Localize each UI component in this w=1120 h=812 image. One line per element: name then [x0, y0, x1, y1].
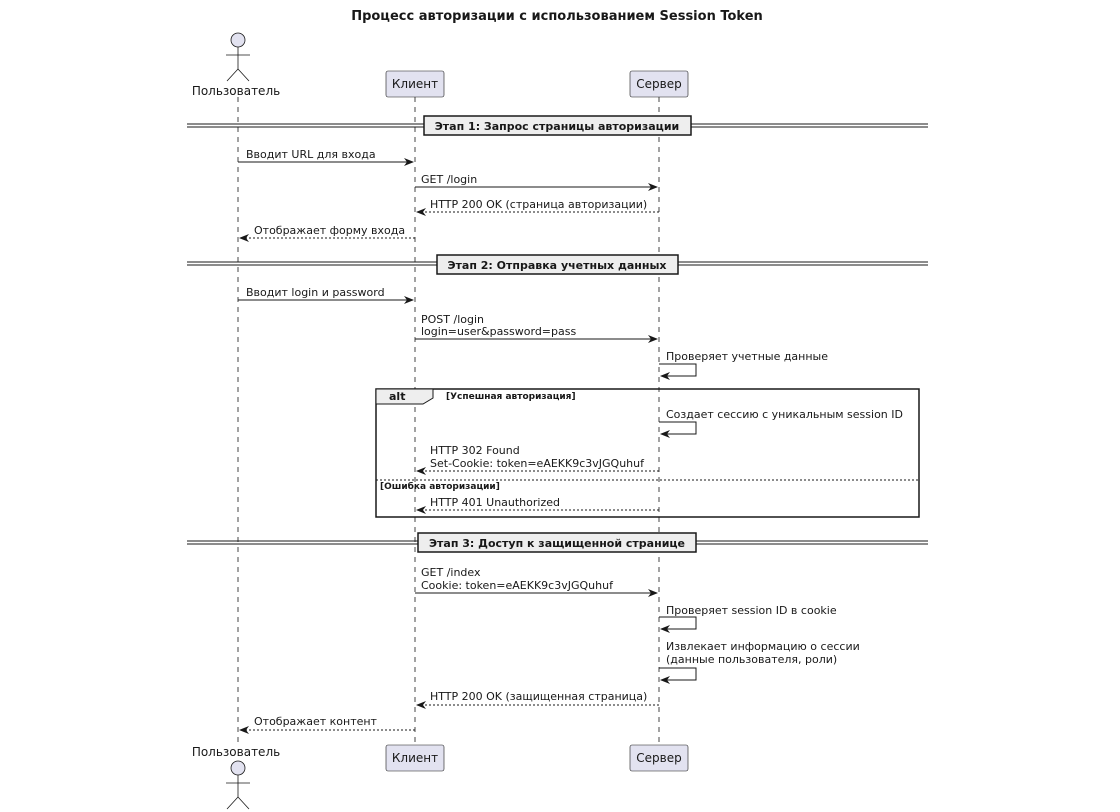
participant-client-top: Клиент	[385, 70, 445, 98]
msg-enter-url: Вводит URL для входа	[246, 148, 376, 161]
alt-label: alt	[389, 390, 405, 403]
divider-stage-3-label: Этап 3: Доступ к защищенной странице	[429, 537, 685, 550]
msg-get-index: GET /index	[421, 566, 481, 579]
msg-extract-session: Извлекает информацию о сессии	[666, 640, 860, 653]
participant-server-top: Сервер	[629, 70, 689, 98]
msg-cookie-header: Cookie: token=eAEKK9c3vJGQuhuf	[421, 579, 614, 592]
msg-create-session: Создает сессию с уникальным session ID	[666, 408, 903, 421]
msg-post-login: POST /login	[421, 313, 484, 326]
participant-client-bottom: Клиент	[385, 744, 445, 772]
alt-guard-success: [Успешная авторизация]	[446, 392, 576, 402]
alt-fragment: alt [Успешная авторизация] [Ошибка автор…	[375, 388, 920, 518]
actor-head-icon	[230, 32, 246, 48]
msg-http-302: HTTP 302 Found	[430, 444, 520, 457]
participant-client-label: Клиент	[392, 77, 438, 91]
diagram-title: Процесс авторизации с использованием Ses…	[351, 9, 763, 24]
msg-check-credentials: Проверяет учетные данные	[666, 350, 828, 363]
participant-server-bottom: Сервер	[629, 744, 689, 772]
msg-post-login-body: login=user&password=pass	[421, 325, 576, 338]
msg-check-session-id: Проверяет session ID в cookie	[666, 604, 837, 617]
divider-stage-3: Этап 3: Доступ к защищенной странице	[187, 532, 928, 553]
divider-stage-1: Этап 1: Запрос страницы авторизации	[187, 115, 928, 136]
divider-stage-2-label: Этап 2: Отправка учетных данных	[447, 259, 666, 272]
participant-server-label: Сервер	[636, 751, 681, 765]
actor-head-icon	[230, 760, 246, 776]
self-arrow-server	[659, 421, 697, 438]
self-arrow-server	[659, 616, 697, 633]
msg-http-200-protected: HTTP 200 OK (защищенная страница)	[430, 690, 647, 703]
msg-extract-session-details: (данные пользователя, роли)	[666, 653, 837, 666]
msg-set-cookie: Set-Cookie: token=eAEKK9c3vJGQuhuf	[430, 457, 645, 470]
self-arrow-server	[659, 667, 697, 684]
participant-client-label: Клиент	[392, 751, 438, 765]
actor-user-label: Пользователь	[192, 745, 280, 759]
alt-guard-failure: [Ошибка авторизации]	[380, 481, 500, 492]
actor-user-top: Пользователь	[192, 32, 280, 98]
msg-enter-credentials: Вводит login и password	[246, 286, 385, 299]
msg-get-login: GET /login	[421, 173, 477, 186]
msg-http-200-login-page: HTTP 200 OK (страница авторизации)	[430, 198, 647, 211]
msg-http-401: HTTP 401 Unauthorized	[430, 496, 560, 509]
divider-stage-2: Этап 2: Отправка учетных данных	[187, 254, 928, 275]
msg-show-form: Отображает форму входа	[254, 224, 405, 237]
self-arrow-server	[659, 363, 697, 380]
actor-user-bottom: Пользователь	[192, 745, 280, 810]
divider-stage-1-label: Этап 1: Запрос страницы авторизации	[435, 120, 680, 133]
participant-server-label: Сервер	[636, 77, 681, 91]
actor-user-label: Пользователь	[192, 84, 280, 98]
msg-show-content: Отображает контент	[254, 715, 378, 728]
